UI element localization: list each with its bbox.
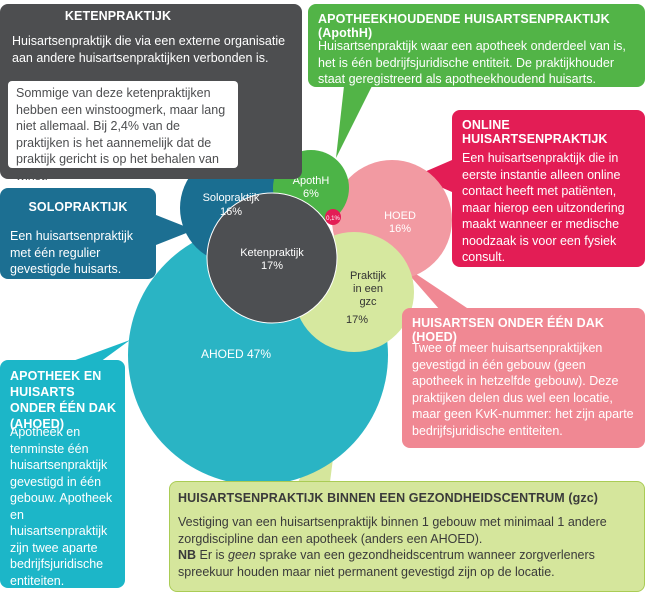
hoed-title: HUISARTSEN ONDER ÉÉN DAK (HOED) <box>412 316 604 344</box>
label-gzc-line1: Praktijk <box>350 270 387 282</box>
ahoed-description: Apotheek en tenminste één huisartsenprak… <box>10 425 113 588</box>
value-hoed: 16% <box>389 223 411 235</box>
solopraktijk-title: SOLOPRAKTIJK <box>28 200 128 214</box>
ahoed-title: APOTHEEK EN HUISARTS ONDER ÉÉN DAK (AHOE… <box>10 369 117 431</box>
gzc-title: HUISARTSENPRAKTIJK BINNEN EEN GEZONDHEID… <box>178 491 599 505</box>
pointer-online <box>415 160 452 192</box>
apothh-title: APOTHEEKHOUDENDE HUISARTSENPRAKTIJK (Apo… <box>318 12 610 40</box>
label-gzc-line2: in een <box>353 283 383 295</box>
hoed-description: Twee of meer huisartsenpraktijken gevest… <box>412 341 634 438</box>
pointer-ahoed <box>70 340 130 362</box>
ahoed-box: APOTHEEK EN HUISARTS ONDER ÉÉN DAK (AHOE… <box>0 360 125 588</box>
gzc-nb-emphasis: geen <box>228 548 256 562</box>
value-gzc: 17% <box>346 314 368 326</box>
hoed-box: HUISARTSEN ONDER ÉÉN DAK (HOED) Twee of … <box>402 308 645 448</box>
gzc-box: HUISARTSENPRAKTIJK BINNEN EEN GEZONDHEID… <box>169 481 645 592</box>
label-ahoed: AHOED 47% <box>201 347 271 361</box>
solopraktijk-box: SOLOPRAKTIJK Een huisartsenpraktijk met … <box>0 188 156 279</box>
gzc-nb-pre: Er is <box>196 548 229 562</box>
value-apothh: 6% <box>303 188 319 200</box>
online-title: ONLINE HUISARTSENPRAKTIJK <box>462 118 608 146</box>
ketenpraktijk-note: Sommige van deze ketenpraktijken hebben … <box>8 81 238 183</box>
apothh-box: APOTHEEKHOUDENDE HUISARTSENPRAKTIJK (Apo… <box>308 4 645 87</box>
pointer-apothh <box>336 86 372 158</box>
label-keten: Ketenpraktijk <box>240 247 304 259</box>
apothh-description: Huisartsenpraktijk waar een apotheek ond… <box>318 39 626 86</box>
value-online: 0,1% <box>326 216 340 222</box>
solopraktijk-description: Een huisartsenpraktijk met één regulier … <box>10 229 133 276</box>
gzc-body-text: Vestiging van een huisartsenpraktijk bin… <box>178 515 607 546</box>
label-solo: Solopraktijk <box>203 192 260 204</box>
label-gzc-line3: gzc <box>359 296 377 308</box>
online-box: ONLINE HUISARTSENPRAKTIJK Een huisartsen… <box>452 110 645 267</box>
circle-keten <box>206 192 338 324</box>
label-hoed: HOED <box>384 210 416 222</box>
pointer-solo <box>156 215 194 245</box>
ketenpraktijk-title: KETENPRAKTIJK <box>64 9 172 23</box>
ketenpraktijk-box: KETENPRAKTIJK Huisartsenpraktijk die via… <box>0 4 302 183</box>
ketenpraktijk-description: Huisartsenpraktijk die via een externe o… <box>12 34 286 65</box>
gzc-description: Vestiging van een huisartsenpraktijk bin… <box>178 514 638 580</box>
gzc-nb-post: sprake van een gezondheidscentrum wannee… <box>178 548 595 579</box>
value-solo: 16% <box>220 206 242 218</box>
label-apothh: ApothH <box>293 175 330 187</box>
circle-online <box>325 209 341 225</box>
gzc-nb-label: NB <box>178 548 197 562</box>
online-description: Een huisartsenpraktijk die in eerste ins… <box>462 151 625 264</box>
value-keten: 17% <box>261 260 283 272</box>
